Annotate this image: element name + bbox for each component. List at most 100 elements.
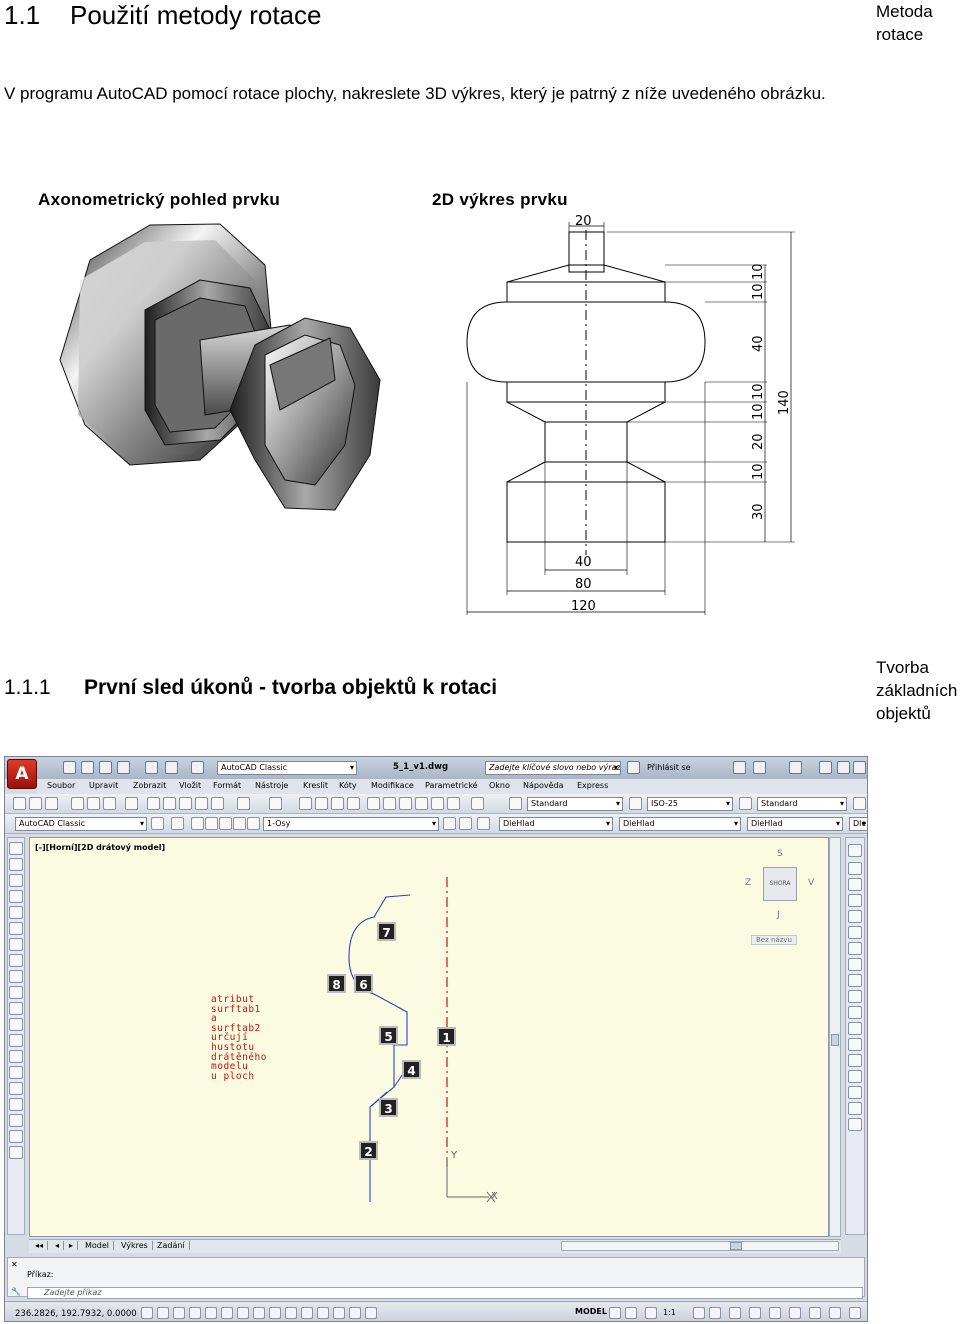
publish-icon[interactable]: [103, 797, 116, 810]
break-at-point-icon[interactable]: [848, 1022, 862, 1035]
preview-icon[interactable]: [87, 797, 100, 810]
match-properties-icon[interactable]: [195, 797, 208, 810]
annotation-monitor-icon[interactable]: [365, 1307, 377, 1319]
layer-state-icon[interactable]: [477, 817, 490, 830]
new-icon[interactable]: [13, 797, 26, 810]
tab-nav-first-icon[interactable]: ◂◂: [31, 1241, 49, 1250]
quick-properties-icon[interactable]: [333, 1307, 345, 1319]
transparency-icon[interactable]: [317, 1307, 329, 1319]
viewcube-face[interactable]: SHORA: [763, 867, 797, 901]
help-icon[interactable]: [471, 797, 484, 810]
annotation-scale-icon[interactable]: [645, 1307, 657, 1319]
stretch-icon[interactable]: [848, 974, 862, 987]
gradient-icon[interactable]: [9, 1082, 23, 1095]
menu-nastroje[interactable]: Nástroje: [255, 781, 289, 790]
text-style-select[interactable]: Standard: [527, 797, 623, 811]
ellipse-icon[interactable]: [9, 986, 23, 999]
copy-object-icon[interactable]: [848, 862, 862, 875]
3d-osnap-icon[interactable]: [237, 1307, 249, 1319]
rotate-icon[interactable]: [848, 942, 862, 955]
undo-icon[interactable]: [165, 761, 178, 774]
star-icon[interactable]: [753, 761, 766, 774]
minimize-icon[interactable]: [819, 761, 832, 774]
clean-screen-icon[interactable]: [829, 1307, 841, 1319]
markup-icon[interactable]: [431, 797, 444, 810]
3d-print-icon[interactable]: [125, 797, 138, 810]
annotation-visibility-icon[interactable]: [693, 1307, 705, 1319]
break-icon[interactable]: [848, 1038, 862, 1051]
tab-zadani[interactable]: Zadání: [153, 1241, 190, 1250]
layer-on-icon[interactable]: [191, 817, 204, 830]
cut-icon[interactable]: [147, 797, 160, 810]
viewcube-west[interactable]: Z: [745, 878, 752, 888]
multileader-style-icon[interactable]: [853, 797, 866, 810]
offset-icon[interactable]: [848, 894, 862, 907]
print-icon[interactable]: [145, 761, 158, 774]
properties-icon[interactable]: [367, 797, 380, 810]
zoom-realtime-icon[interactable]: [315, 797, 328, 810]
join-icon[interactable]: [848, 1054, 862, 1067]
multiline-text-icon[interactable]: [9, 1130, 23, 1143]
viewcube-north[interactable]: S: [777, 849, 783, 859]
layer-plot-icon[interactable]: [247, 817, 260, 830]
linetype-select[interactable]: DleHlad: [619, 817, 741, 831]
save-as-icon[interactable]: [117, 761, 130, 774]
application-menu-button[interactable]: A: [7, 759, 37, 789]
drawing-canvas[interactable]: [29, 837, 829, 1237]
polygon-icon[interactable]: [9, 890, 23, 903]
infer-constraints-icon[interactable]: [141, 1307, 153, 1319]
tab-nav-prev-icon[interactable]: ◂: [51, 1241, 65, 1250]
make-block-icon[interactable]: [9, 1034, 23, 1047]
wcs-menu[interactable]: Bez názvu: [751, 935, 797, 945]
isolate-objects-icon[interactable]: [789, 1307, 801, 1319]
new-file-icon[interactable]: [63, 761, 76, 774]
workspace-settings-icon[interactable]: [151, 817, 164, 830]
osnap-icon[interactable]: [221, 1307, 233, 1319]
spline-icon[interactable]: [9, 970, 23, 983]
lineweight-select[interactable]: DleHlad: [747, 817, 843, 831]
status-tray-icon[interactable]: [809, 1307, 821, 1319]
scale-icon[interactable]: [848, 958, 862, 971]
tab-vykres[interactable]: Výkres: [117, 1241, 153, 1250]
menu-express[interactable]: Express: [577, 781, 609, 790]
extend-icon[interactable]: [848, 1006, 862, 1019]
auto-scale-icon[interactable]: [709, 1307, 721, 1319]
menu-vlozit[interactable]: Vložit: [179, 781, 202, 790]
exchange-icon[interactable]: [733, 761, 746, 774]
hatch-icon[interactable]: [9, 1066, 23, 1079]
scroll-thumb[interactable]: [831, 1034, 839, 1046]
line-icon[interactable]: [9, 842, 23, 855]
sheet-set-icon[interactable]: [415, 797, 428, 810]
grid-icon[interactable]: [173, 1307, 185, 1319]
lock-ui-icon[interactable]: [749, 1307, 761, 1319]
arc-icon[interactable]: [9, 922, 23, 935]
block-editor-icon[interactable]: [211, 797, 224, 810]
table-style-icon[interactable]: [739, 797, 752, 810]
command-input[interactable]: Zadejte příkaz: [27, 1287, 863, 1299]
fillet-icon[interactable]: [848, 1086, 862, 1099]
menu-upravit[interactable]: Upravit: [89, 781, 119, 790]
dyn-icon[interactable]: [285, 1307, 297, 1319]
copy-icon[interactable]: [163, 797, 176, 810]
add-selected-icon[interactable]: [9, 1146, 23, 1159]
menu-soubor[interactable]: Soubor: [47, 781, 76, 790]
vertical-scrollbar[interactable]: [829, 837, 841, 1237]
hardware-acceleration-icon[interactable]: [769, 1307, 781, 1319]
quick-calc-icon[interactable]: [447, 797, 460, 810]
menu-napoveda[interactable]: Nápověda: [523, 781, 564, 790]
ducs-icon[interactable]: [269, 1307, 281, 1319]
selection-cycling-icon[interactable]: [349, 1307, 361, 1319]
plot-icon[interactable]: [71, 797, 84, 810]
workspace-combo[interactable]: AutoCAD Classic: [15, 817, 147, 831]
polyline-icon[interactable]: [9, 874, 23, 887]
search-input[interactable]: Zadejte klíčové slovo nebo výraz: [485, 761, 621, 775]
layer-lock-icon[interactable]: [219, 817, 232, 830]
layer-previous-icon[interactable]: [459, 817, 472, 830]
horizontal-scrollbar[interactable]: [561, 1241, 839, 1251]
dim-style-select[interactable]: ISO-25: [647, 797, 733, 811]
viewcube-south[interactable]: J: [777, 910, 780, 920]
menu-zobrazit[interactable]: Zobrazit: [133, 781, 167, 790]
circle-icon[interactable]: [9, 938, 23, 951]
blend-icon[interactable]: [848, 1102, 862, 1115]
viewcube-east[interactable]: V: [808, 878, 815, 888]
